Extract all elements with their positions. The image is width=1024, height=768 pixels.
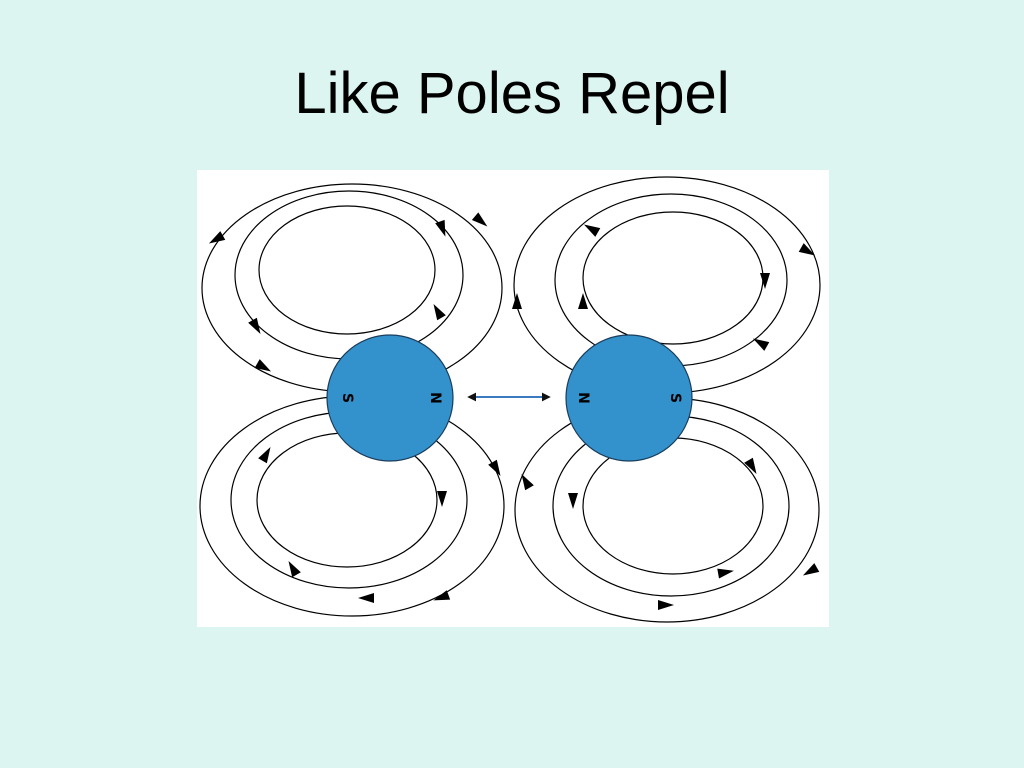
field-arrowhead [752,338,770,351]
field-arrowhead [471,212,488,227]
field-arrowhead [437,491,447,507]
field-arrowhead [744,457,757,475]
field-arrowhead [288,560,301,578]
field-arrowhead [433,590,451,601]
field-arrowhead [435,219,446,237]
field-arrowhead [760,273,770,289]
field-arrowhead [798,243,816,256]
field-arrowhead [658,600,674,610]
field-arrowhead [248,317,261,335]
field-arrowhead [578,293,588,309]
field-arrowhead [358,593,374,603]
left-magnet-n-pole-label: N [427,392,443,404]
field-arrowhead [802,563,820,576]
field-arrowhead [208,231,226,244]
right-magnet: N S [565,334,693,462]
field-arrowhead [717,568,734,579]
field-line-right-upper-middle [554,193,788,367]
right-magnet-body [565,334,693,462]
magnet-diagram: S N N S [197,170,829,627]
left-magnet-body [326,334,454,462]
field-arrowhead [583,224,601,237]
field-arrowhead [254,359,272,372]
field-arrowhead [512,293,522,309]
field-lines [199,176,821,623]
field-line-right-upper-inner [582,211,764,345]
right-magnet-n-pole-label: N [575,392,591,404]
field-arrowhead [433,303,446,321]
slide-title: Like Poles Repel [294,61,730,126]
left-magnet: S N [326,334,454,462]
field-arrowhead [521,473,534,491]
field-arrowhead [258,446,271,464]
field-arrowhead [488,459,501,477]
field-arrows [208,212,820,610]
field-line-left-upper-inner [258,205,436,335]
left-magnet-s-pole-label: S [339,393,355,403]
field-lines-svg: S N N S [199,176,821,623]
field-arrowhead [568,493,578,509]
right-magnet-s-pole-label: S [667,393,683,403]
